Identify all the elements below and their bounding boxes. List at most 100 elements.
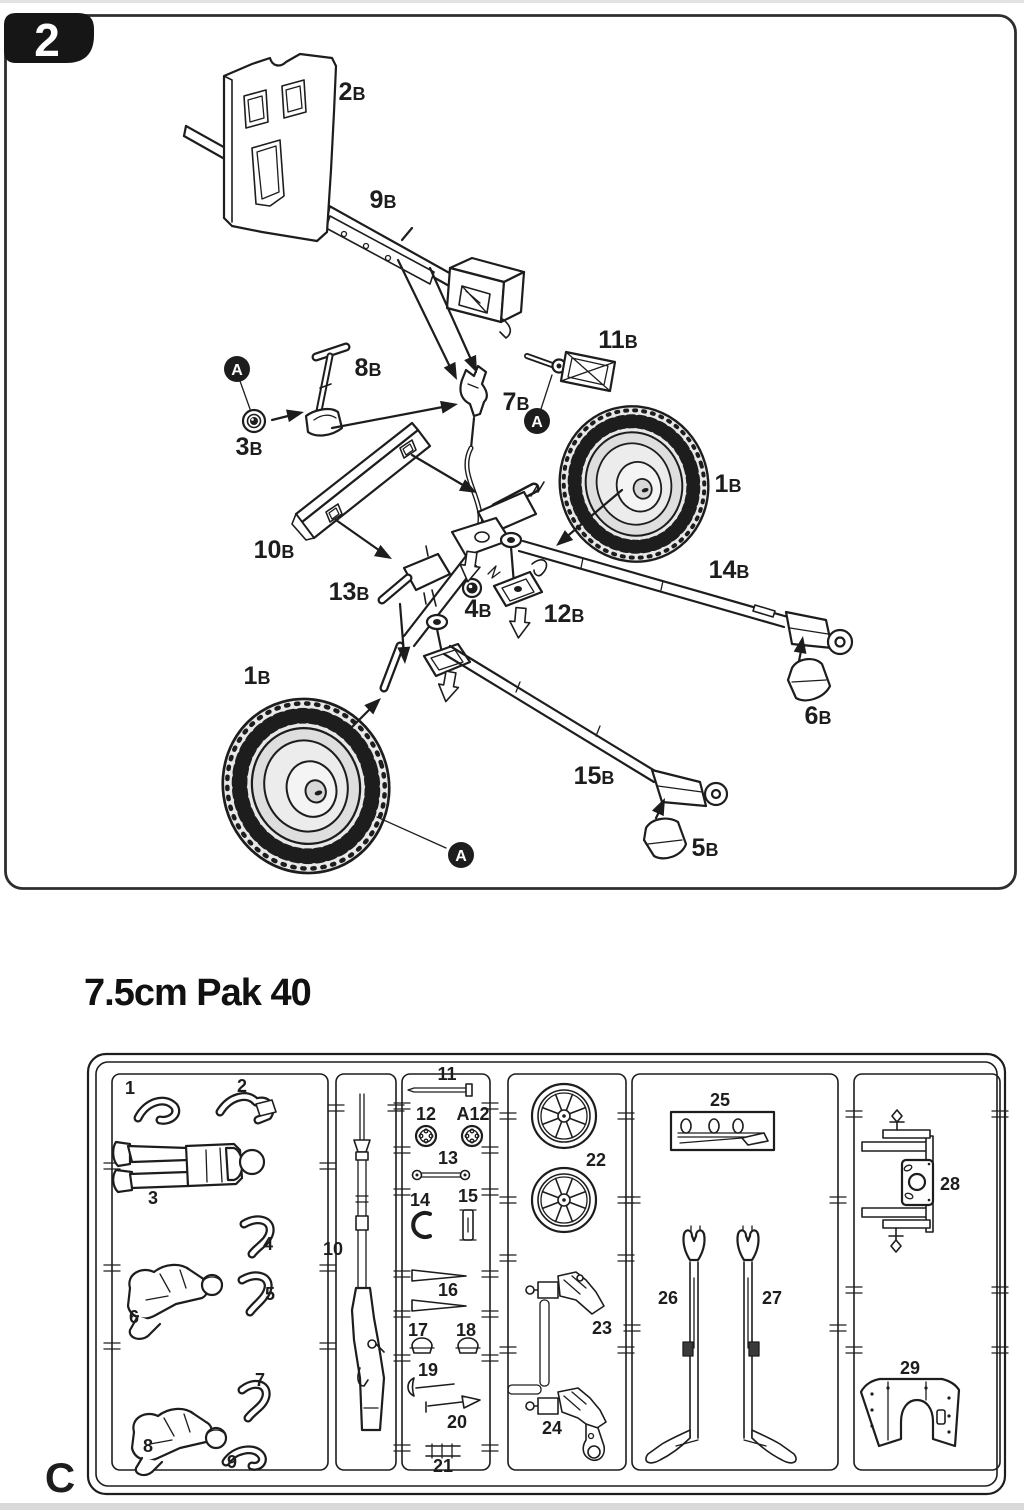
part-arm-9 — [221, 1445, 267, 1471]
svg-text:A12: A12 — [456, 1104, 489, 1124]
svg-text:2B: 2B — [339, 78, 366, 106]
part-cylinder-15 — [459, 1209, 477, 1241]
part-link-13 — [411, 1169, 471, 1181]
sprue-letter: C — [45, 1454, 75, 1500]
svg-text:4: 4 — [263, 1234, 273, 1254]
svg-text:12B: 12B — [544, 600, 585, 628]
svg-text:27: 27 — [762, 1288, 782, 1308]
step-panel-border — [4, 14, 1017, 890]
part-wheel-22a — [530, 1082, 598, 1150]
sprue-frame-inner — [95, 1061, 998, 1487]
sprue-wheels-column: 22 23 24 — [525, 1082, 612, 1462]
svg-text:10: 10 — [323, 1239, 343, 1259]
part-bracket-24 — [525, 1387, 607, 1462]
sprue-legs-column: 25 26 27 — [645, 1090, 797, 1464]
svg-text:A: A — [531, 414, 543, 431]
part-handle-13B — [377, 545, 452, 607]
step-number: 2 — [34, 14, 60, 66]
svg-text:23: 23 — [592, 1318, 612, 1338]
svg-text:21: 21 — [433, 1456, 453, 1476]
svg-text:14: 14 — [410, 1190, 430, 1210]
svg-text:6: 6 — [129, 1307, 139, 1327]
part-cradle-4B — [450, 481, 545, 599]
part-helmet-18 — [455, 1337, 481, 1354]
svg-text:3B: 3B — [236, 433, 263, 461]
svg-text:20: 20 — [447, 1412, 467, 1432]
svg-text:7B: 7B — [503, 388, 530, 416]
part-hub-A12 — [460, 1124, 484, 1148]
kit-title: 7.5cm Pak 40 — [84, 972, 312, 1014]
part-shield-2B — [222, 52, 338, 243]
svg-text:17: 17 — [408, 1320, 428, 1340]
part-ring-14 — [411, 1211, 432, 1239]
sprue-figures-column: 1 2 3 4 5 6 7 8 9 — [112, 1076, 277, 1477]
svg-text:1B: 1B — [244, 662, 271, 690]
part-arm-2 — [215, 1092, 277, 1125]
part-wheel-22b — [530, 1166, 598, 1234]
part-axle-28 — [861, 1109, 935, 1253]
svg-text:16: 16 — [438, 1280, 458, 1300]
scan-edge-top — [0, 0, 1024, 3]
part-hub-12 — [414, 1124, 438, 1148]
svg-text:29: 29 — [900, 1358, 920, 1378]
svg-text:11B: 11B — [598, 326, 637, 354]
scan-edge-bottom — [0, 1503, 1024, 1510]
svg-text:5B: 5B — [692, 834, 719, 862]
part-labels: 2B 9B 11B 8B 3B 7B 1B 10B 13B 4B 12B 14B… — [236, 78, 832, 862]
part-tool-plate-25 — [669, 1110, 776, 1152]
assembly-arrows — [270, 258, 807, 820]
svg-text:8: 8 — [143, 1436, 153, 1456]
part-shovel-20 — [425, 1395, 481, 1413]
marker-A-2: A — [524, 408, 550, 434]
sprue-small-parts-column: 11 12 A12 13 14 15 16 17 18 19 20 21 — [407, 1064, 490, 1476]
part-spade-5B — [642, 817, 688, 860]
part-helmet-17 — [409, 1337, 435, 1354]
svg-text:11: 11 — [437, 1064, 456, 1084]
sprue-c-map: C — [45, 1052, 1009, 1500]
insert-direction-arrows — [437, 550, 531, 703]
part-figure-3 — [112, 1140, 266, 1194]
part-arm-5 — [237, 1271, 273, 1317]
svg-text:19: 19 — [418, 1360, 438, 1380]
svg-text:10B: 10B — [254, 536, 295, 564]
part-rifle-10: 10 — [323, 1093, 386, 1432]
svg-text:26: 26 — [658, 1288, 678, 1308]
part-bracket-21 — [425, 1443, 461, 1459]
svg-text:9B: 9B — [370, 186, 397, 214]
part-arm-1 — [133, 1096, 181, 1125]
part-trail-14B — [517, 539, 854, 656]
svg-text:9: 9 — [227, 1452, 237, 1472]
sprue-right-column: 28 29 — [859, 1109, 961, 1448]
svg-text:5: 5 — [265, 1284, 275, 1304]
svg-text:15: 15 — [458, 1186, 478, 1206]
part-trail-15B — [442, 644, 729, 808]
part-sight-11B — [524, 350, 617, 410]
sprue-frame-outer — [86, 1052, 1007, 1496]
svg-text:A: A — [455, 848, 467, 865]
svg-text:1B: 1B — [715, 470, 742, 498]
svg-text:3: 3 — [148, 1188, 158, 1208]
part-spade-6B — [786, 658, 832, 702]
svg-text:18: 18 — [456, 1320, 476, 1340]
part-pick-19 — [407, 1377, 455, 1397]
part-wedge-16b — [411, 1299, 467, 1312]
svg-text:12: 12 — [416, 1104, 436, 1124]
svg-text:2: 2 — [237, 1076, 247, 1096]
part-shield-plate-29 — [859, 1377, 961, 1448]
svg-text:13B: 13B — [329, 578, 370, 606]
svg-text:A: A — [231, 362, 243, 379]
svg-text:14B: 14B — [709, 556, 750, 584]
svg-text:8B: 8B — [355, 354, 382, 382]
marker-A-1: A — [224, 356, 250, 382]
svg-text:7: 7 — [255, 1370, 265, 1390]
part-trail-leg-26 — [645, 1229, 706, 1464]
step-number-badge: 2 — [4, 13, 94, 66]
svg-text:4B: 4B — [465, 595, 492, 623]
part-breech — [445, 256, 526, 339]
part-rod-11 — [407, 1083, 473, 1097]
part-arm-7 — [237, 1379, 271, 1423]
part-figure-6 — [126, 1263, 224, 1340]
part-figure-8 — [130, 1407, 228, 1477]
svg-text:22: 22 — [586, 1150, 606, 1170]
